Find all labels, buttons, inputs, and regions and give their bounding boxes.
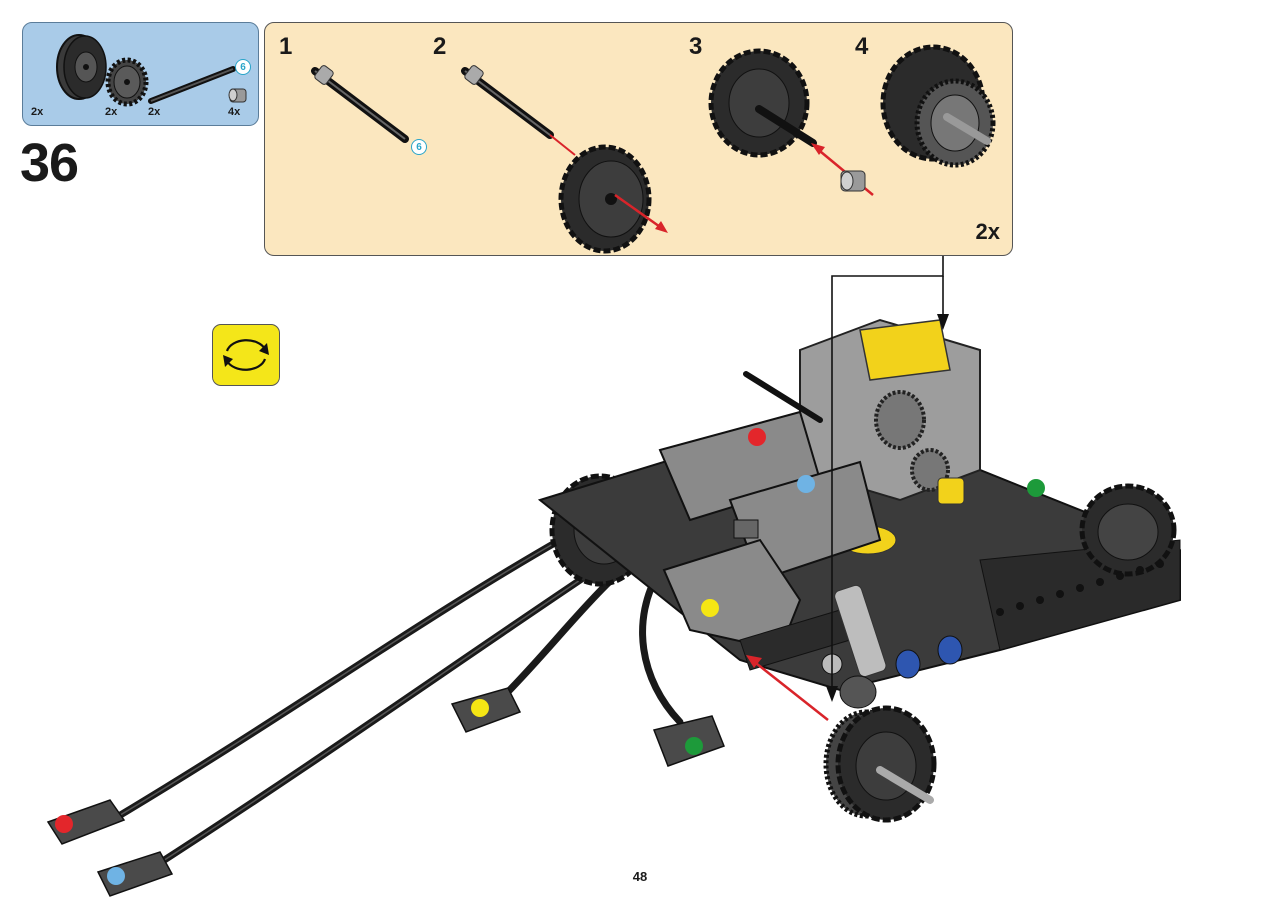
rotate-model-icon [212,324,280,386]
cable-plug-green [652,715,725,767]
qty-wheel: 2x [31,106,44,118]
cable-plug-red [46,799,126,845]
page-number: 48 [632,869,648,884]
part-bushing [228,88,247,103]
parts-list-art [56,34,247,107]
qty-gear: 2x [105,106,118,118]
parts-list: 2x 2x 2x 4x 6 [22,22,259,126]
rotate-arrows-icon [223,339,269,371]
axle-length-badge: 6 [411,139,427,155]
connector-arrowhead-bottom [826,686,838,702]
sub-assembly-multiplier: 2x [975,219,1000,244]
axle-length-badge: 6 [235,59,251,75]
substep-4-art [880,44,996,168]
substep-2-art [461,65,668,254]
substep-1-art [311,65,409,143]
part-gear [105,57,149,107]
part-wheel [56,34,107,100]
sub-assembly-callout: 1 2 3 4 6 2x [264,22,1013,256]
insertion-arrow [746,655,829,721]
qty-axle: 2x [148,106,161,118]
marker-green [1027,479,1045,497]
substep-1-label: 1 [279,33,293,60]
cable-plug-yellow [450,687,522,733]
callout-connector [831,256,944,690]
cable-plug-blue [96,851,174,897]
sub-assembly-art [311,44,996,254]
substep-2-label: 2 [433,33,447,60]
substep-3-label: 3 [689,33,703,60]
part-axle [148,66,236,104]
front-wheel-subassembly [823,705,937,823]
connector-arrowhead-top [937,314,949,330]
substep-4-label: 4 [855,33,869,60]
step-number: 36 [20,133,79,193]
substep-3-art [708,48,874,196]
qty-bushing: 4x [228,106,241,118]
